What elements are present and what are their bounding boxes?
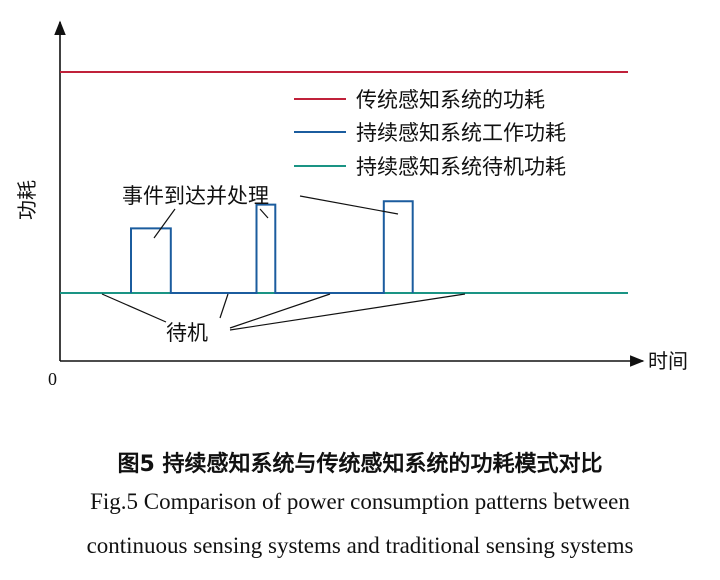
event-pointer-line-3 xyxy=(299,195,399,215)
caption-english-line-2: continuous sensing systems and tradition… xyxy=(86,533,634,558)
legend: 传统感知系统的功耗 持续感知系统工作功耗 持续感知系统待机功耗 xyxy=(294,88,566,179)
legend-label-traditional: 传统感知系统的功耗 xyxy=(356,88,545,112)
standby-pointer-line-3 xyxy=(229,293,331,329)
standby-pointer-line-2 xyxy=(219,293,229,319)
caption-chinese: 图5 持续感知系统与传统感知系统的功耗模式对比 xyxy=(117,452,603,477)
series-working-power xyxy=(130,200,414,294)
legend-label-working: 持续感知系统工作功耗 xyxy=(356,121,566,145)
standby-pointer-line-1 xyxy=(101,293,167,323)
origin-label: 0 xyxy=(48,369,57,389)
annotation-event-processing: 事件到达并处理 xyxy=(122,184,269,208)
event-pointer-lines xyxy=(153,195,399,239)
standby-pointer-lines xyxy=(101,293,466,331)
caption-english-line-1: Fig.5 Comparison of power consumption pa… xyxy=(90,489,630,514)
x-axis-label: 时间 xyxy=(648,349,688,373)
legend-label-standby: 持续感知系统待机功耗 xyxy=(356,155,566,179)
annotation-standby: 待机 xyxy=(166,321,208,345)
power-consumption-chart: 功耗 时间 0 传统感知系统的功耗 持续感知系统工作功耗 持续感知系统待机功耗 … xyxy=(15,20,688,389)
event-pointer-line-1 xyxy=(153,208,176,239)
standby-pointer-line-4 xyxy=(229,293,466,331)
event-pointer-line-2 xyxy=(259,208,269,219)
y-axis-label: 功耗 xyxy=(15,180,39,220)
